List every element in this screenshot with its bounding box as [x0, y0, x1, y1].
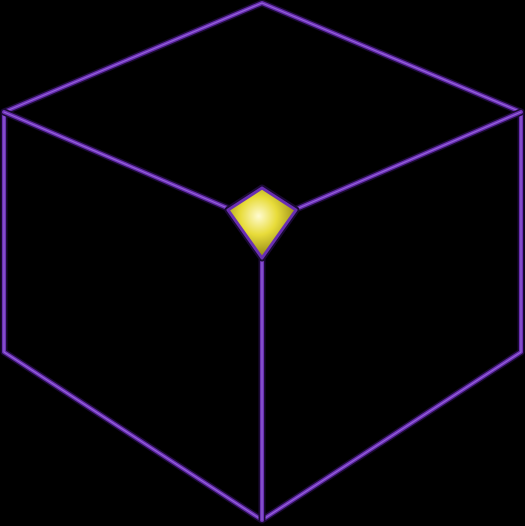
cube-inner-edges	[0, 108, 525, 524]
yellow-gem-icon	[224, 184, 300, 262]
